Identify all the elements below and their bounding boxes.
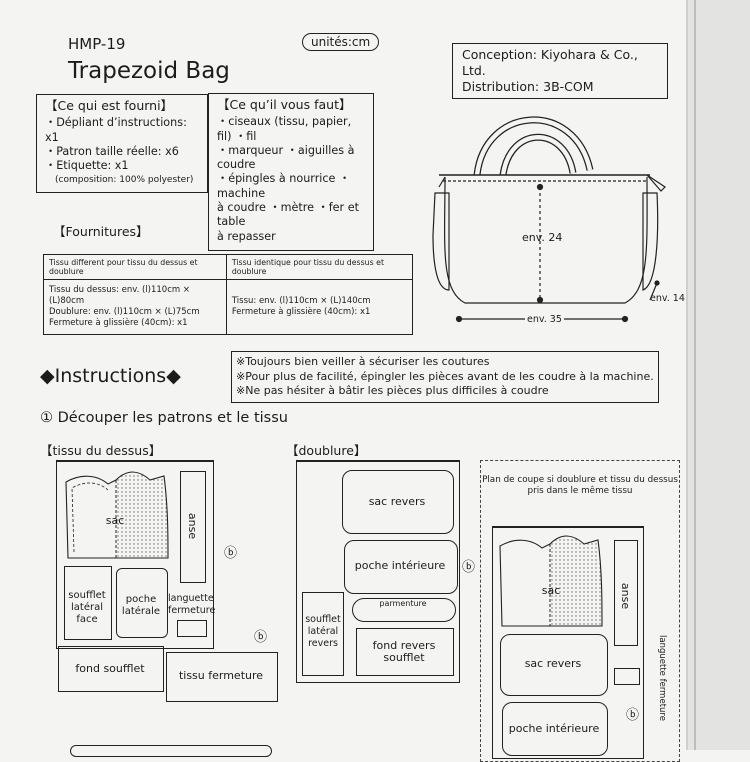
supplied-item: ・Etiquette: x1 bbox=[45, 159, 129, 173]
supplied-heading: 【Ce qui est fourni】 bbox=[45, 98, 174, 113]
needed-line: ・épingles à nourrice ・machine bbox=[217, 172, 351, 200]
bag-height: env. 24 bbox=[522, 231, 563, 244]
supplies-col1-header: Tissu different pour tissu du dessus et … bbox=[43, 254, 227, 280]
lining-poche-piece bbox=[344, 540, 458, 594]
supplied-item: ・Patron taille réelle: x6 bbox=[45, 144, 179, 158]
page-edge-bar bbox=[686, 0, 750, 750]
outer-layout-frame bbox=[56, 460, 214, 649]
notes-box: ※Toujours bien veiller à sécuriser les c… bbox=[231, 351, 659, 403]
mark-b-outer: ⓑ bbox=[224, 546, 238, 561]
bag-depth: env. 14 bbox=[650, 293, 685, 304]
outer-languette-label: languette fermeture bbox=[168, 593, 216, 616]
same-sac-label: sac bbox=[541, 584, 561, 597]
outer-anse-piece bbox=[180, 471, 206, 583]
outer-fond-label: fond soufflet bbox=[75, 662, 145, 675]
outer-soufflet-label: soufflet latéral face bbox=[68, 590, 106, 625]
outer-poche-piece bbox=[116, 568, 168, 638]
lining-soufflet-label: soufflet latéral revers bbox=[305, 614, 341, 649]
page-title: Trapezoid Bag bbox=[68, 58, 230, 84]
lining-parmenture-label: parmenture bbox=[379, 599, 427, 608]
note-line: ※Pour plus de facilité, épingler les piè… bbox=[236, 369, 654, 383]
step-1-heading: ① Découper les patrons et le tissu bbox=[40, 410, 288, 426]
needed-line: ・ciseaux (tissu, papier, fil) ・fil bbox=[217, 115, 352, 143]
note-line: ※Ne pas hésiter à bâtir les pièces plus … bbox=[236, 384, 549, 397]
needed-heading: 【Ce qu’il vous faut】 bbox=[217, 97, 352, 112]
supplies-col1: Tissu du dessus: env. (l)110cm × (L)80cm… bbox=[43, 279, 227, 335]
same-fabric-title: Plan de coupe si doublure et tissu du de… bbox=[482, 475, 678, 496]
outer-soufflet-piece bbox=[64, 566, 112, 640]
lining-poche-label: poche intérieure bbox=[354, 559, 446, 572]
supplies-col2: Tissu: env. (l)110cm × (L)140cm Fermetur… bbox=[225, 279, 414, 335]
mark-b-lining: ⓑ bbox=[462, 560, 476, 575]
outer-fermeture-label: tissu fermeture bbox=[178, 669, 264, 682]
outer-fermeture-piece bbox=[166, 652, 278, 702]
supplied-item: ・Dépliant d’instructions: x1 bbox=[45, 116, 187, 144]
outer-poche-label: poche latérale bbox=[121, 594, 161, 617]
lining-layout-label: 【doublure】 bbox=[286, 443, 367, 458]
outer-sac-label: sac bbox=[105, 514, 125, 527]
supplies-line: Doublure: env. (l)110cm × (L)75cm bbox=[49, 307, 200, 317]
supplied-box: 【Ce qui est fourni】 ・Dépliant d’instruct… bbox=[36, 94, 208, 193]
composition-note: (composition: 100% polyester) bbox=[55, 175, 194, 186]
bag-body bbox=[444, 176, 648, 304]
bag-illustration bbox=[432, 116, 666, 323]
lining-layout-frame bbox=[296, 460, 460, 683]
lining-fond-label: fond revers soufflet bbox=[372, 639, 436, 664]
supplies-line: Tissu: env. (l)110cm × (L)140cm bbox=[231, 296, 371, 306]
supplies-line: Fermeture à glissière (40cm): x1 bbox=[49, 318, 188, 328]
outer-anse-label: anse bbox=[186, 512, 199, 540]
outer-layout-label: 【tissu du dessus】 bbox=[40, 443, 162, 458]
supplies-line: Tissu du dessus: env. (l)110cm × (L)80cm bbox=[49, 285, 190, 306]
credits-box: Conception: Kiyohara & Co., Ltd. Distrib… bbox=[452, 43, 668, 99]
needed-line: à repasser bbox=[217, 229, 276, 243]
supplies-heading: 【Fournitures】 bbox=[53, 224, 149, 239]
zipper-tab bbox=[646, 174, 666, 192]
lining-soufflet-piece bbox=[302, 592, 344, 676]
outer-languette-piece bbox=[177, 620, 207, 637]
lining-parmenture-piece bbox=[352, 598, 456, 622]
needed-box: 【Ce qu’il vous faut】 ・ciseaux (tissu, pa… bbox=[208, 93, 374, 251]
same-sac-revers-label: sac revers bbox=[524, 657, 582, 670]
instructions-heading: ◆Instructions◆ bbox=[40, 365, 181, 387]
lining-sac-revers-label: sac revers bbox=[368, 495, 426, 508]
outer-fond-piece bbox=[58, 646, 164, 692]
supplies-col2-header: Tissu identique pour tissu du dessus et … bbox=[225, 254, 414, 280]
lining-fond-piece bbox=[356, 628, 454, 676]
units-badge: unités:cm bbox=[302, 33, 380, 51]
distribution-text: Distribution: 3B-COM bbox=[462, 79, 594, 94]
mark-b-outer-2: ⓑ bbox=[254, 630, 268, 645]
needed-line: ・marqueur ・aiguilles à coudre bbox=[217, 143, 355, 172]
supplies-table: Tissu different pour tissu du dessus et … bbox=[43, 254, 414, 335]
same-poche-label: poche intérieure bbox=[508, 722, 600, 735]
page-edge-line bbox=[694, 0, 696, 750]
same-languette-label: languette fermeture bbox=[657, 635, 667, 721]
conception-text: Conception: Kiyohara & Co., Ltd. bbox=[462, 47, 638, 78]
outer-sac-piece bbox=[65, 471, 169, 559]
needed-line: à coudre ・mètre ・fer et table bbox=[217, 201, 359, 229]
bag-handle-front bbox=[499, 133, 577, 176]
same-anse-piece bbox=[614, 540, 638, 646]
bag-side-pocket-left bbox=[432, 192, 450, 291]
same-sac-piece bbox=[499, 535, 603, 627]
same-languette-piece bbox=[614, 668, 640, 685]
same-sac-revers-piece bbox=[500, 634, 608, 696]
next-step-frame bbox=[70, 745, 272, 757]
bag-width: env. 35 bbox=[525, 314, 564, 325]
same-anse-label: anse bbox=[619, 582, 632, 610]
mark-b-same: ⓑ bbox=[626, 708, 640, 723]
bag-side-pocket-right bbox=[642, 192, 659, 291]
product-code: HMP-19 bbox=[68, 35, 126, 53]
supplies-line: Fermeture à glissière (40cm): x1 bbox=[231, 307, 371, 317]
lining-sac-revers-piece bbox=[342, 470, 454, 534]
note-line: ※Toujours bien veiller à sécuriser les c… bbox=[236, 355, 490, 368]
